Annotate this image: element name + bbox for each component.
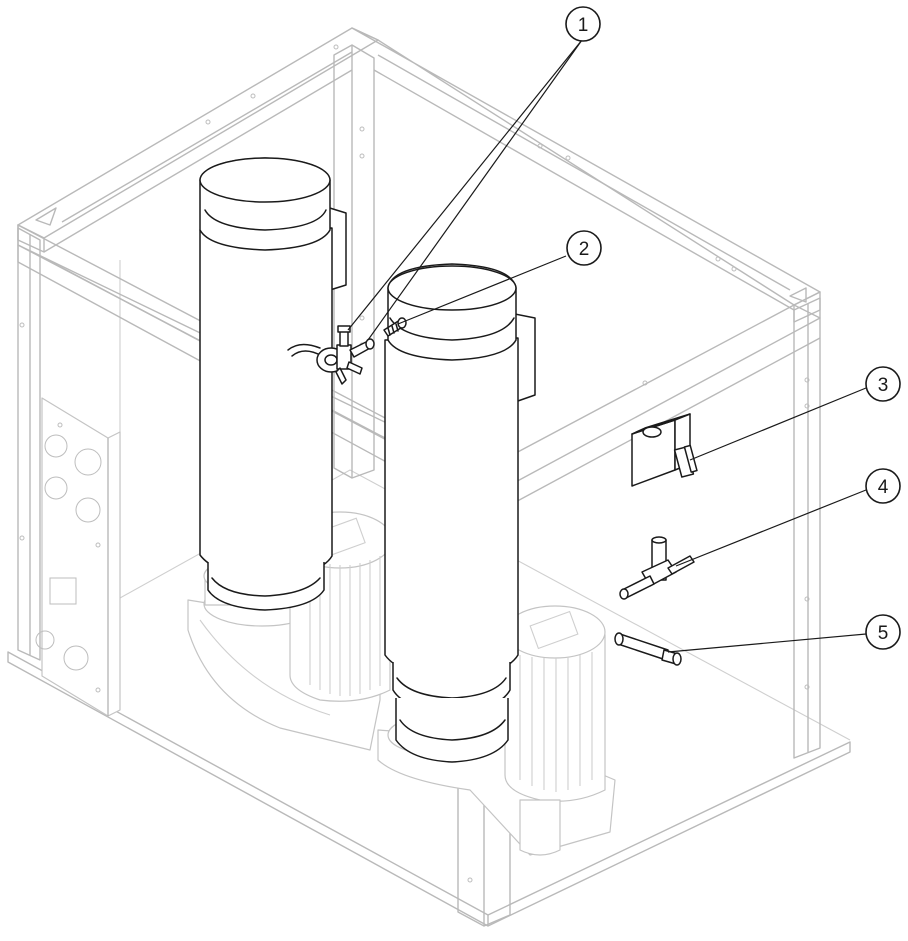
leader-line-5 [667, 633, 867, 653]
callout-1-label: 1 [578, 15, 589, 36]
callout-5: 5 [865, 614, 901, 650]
leader-line-2 [397, 255, 567, 325]
leader-line-1b [367, 39, 583, 341]
callout-3-label: 3 [878, 375, 889, 396]
control-panel-plate [35, 397, 121, 717]
part-3-solenoid-coil [631, 413, 698, 487]
callout-4-label: 4 [878, 477, 889, 498]
right-post [793, 297, 821, 759]
leader-line-4 [675, 489, 867, 567]
floor-back-edges [119, 469, 851, 741]
callout-2: 2 [566, 230, 602, 266]
callout-5-label: 5 [878, 623, 889, 644]
part-1-valve-assembly [287, 325, 375, 385]
callout-2-label: 2 [579, 239, 590, 260]
leader-lines [347, 39, 867, 653]
cylinder-back [199, 157, 347, 611]
cylinder-front [384, 263, 536, 763]
callout-3: 3 [865, 366, 901, 402]
part-4-solenoid-valve [619, 536, 695, 600]
callout-4: 4 [865, 468, 901, 504]
left-post [17, 227, 41, 661]
callout-1: 1 [565, 6, 601, 42]
leader-line-3 [689, 387, 867, 461]
part-5-pipe-section [614, 632, 682, 666]
leader-line-1a [347, 39, 583, 331]
